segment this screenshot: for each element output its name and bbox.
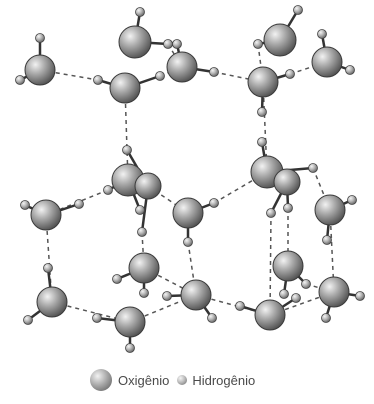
hydrogen-atom — [137, 227, 147, 237]
hydrogen-atom — [74, 199, 84, 209]
hydrogen-atom — [93, 75, 103, 85]
oxygen-atom — [314, 194, 346, 226]
oxygen-atom — [134, 172, 162, 200]
hydrogen-atom — [15, 75, 25, 85]
hydrogen-atom — [103, 185, 113, 195]
hydrogen-atom — [172, 39, 182, 49]
hydrogen-atom — [125, 343, 135, 353]
hydrogen-atom — [155, 71, 165, 81]
oxygen-atom — [36, 286, 68, 318]
hydrogen-atom — [163, 39, 173, 49]
oxygen-atom — [272, 250, 304, 282]
hydrogen-atom — [321, 313, 331, 323]
hydrogen-atom — [257, 137, 267, 147]
oxygen-atom — [172, 197, 204, 229]
hydrogen-atom — [308, 163, 318, 173]
oxygen-atom — [128, 252, 160, 284]
oxygen-atom — [254, 299, 286, 331]
hydrogen-atom — [291, 293, 301, 303]
hydrogen-atom — [207, 313, 217, 323]
hydrogen-atom — [257, 107, 267, 117]
hydrogen-atom — [43, 263, 53, 273]
oxygen-atom — [114, 306, 146, 338]
hydrogen-atom — [279, 289, 289, 299]
oxygen-atom — [109, 72, 141, 104]
hydrogen-atom — [283, 203, 293, 213]
hydrogen-atom — [345, 65, 355, 75]
hydrogen-atom — [317, 29, 327, 39]
hydrogen-legend-swatch — [177, 375, 188, 385]
hydrogen-bond — [141, 231, 145, 269]
oxygen-atom — [118, 25, 152, 59]
hydrogen-atom — [322, 235, 332, 245]
hydrogen-atom — [122, 145, 132, 155]
hydrogen-atom — [183, 237, 193, 247]
hydrogen-bond — [187, 241, 197, 296]
hydrogen-atom — [135, 205, 145, 215]
oxygen-atom — [273, 168, 301, 196]
oxygen-atom — [263, 23, 297, 57]
oxygen-legend-label: Oxigênio — [118, 372, 170, 388]
hydrogen-atom — [209, 67, 219, 77]
hydrogen-atom — [135, 7, 145, 17]
hydrogen-atom — [139, 288, 149, 298]
hydrogen-atom — [266, 208, 276, 218]
hydrogen-atom — [293, 5, 303, 15]
oxygen-atom — [24, 54, 56, 86]
oxygen-atom — [318, 276, 350, 308]
molecules — [15, 5, 365, 353]
hydrogen-atom — [112, 274, 122, 284]
oxygen-atom — [166, 51, 198, 83]
hydrogen-atom — [285, 69, 295, 79]
oxygen-atom — [30, 199, 62, 231]
oxygen-atom — [311, 46, 343, 78]
hydrogen-atom — [20, 200, 30, 210]
hydrogen-atom — [92, 313, 102, 323]
hydrogen-atom — [35, 33, 45, 43]
oxygen-atom — [180, 279, 212, 311]
hydrogen-atom — [23, 315, 33, 325]
hydrogen-atom — [162, 291, 172, 301]
hydrogen-atom — [209, 198, 219, 208]
hydrogen-atom — [347, 195, 357, 205]
hydrogen-atom — [235, 301, 245, 311]
hydrogen-atom — [355, 291, 365, 301]
oxygen-legend-swatch — [90, 369, 112, 391]
hydrogen-atom — [301, 279, 311, 289]
hydrogen-bond — [257, 43, 264, 83]
hydrogen-atom — [253, 39, 263, 49]
hydrogen-legend-label: Hidrogênio — [192, 372, 256, 388]
oxygen-atom — [247, 66, 279, 98]
legend: Oxigênio Hidrogênio — [90, 368, 255, 392]
ice-hydrogen-bond-diagram — [15, 5, 365, 353]
hydrogen-bond — [329, 209, 335, 293]
hydrogen-bond — [269, 212, 272, 316]
